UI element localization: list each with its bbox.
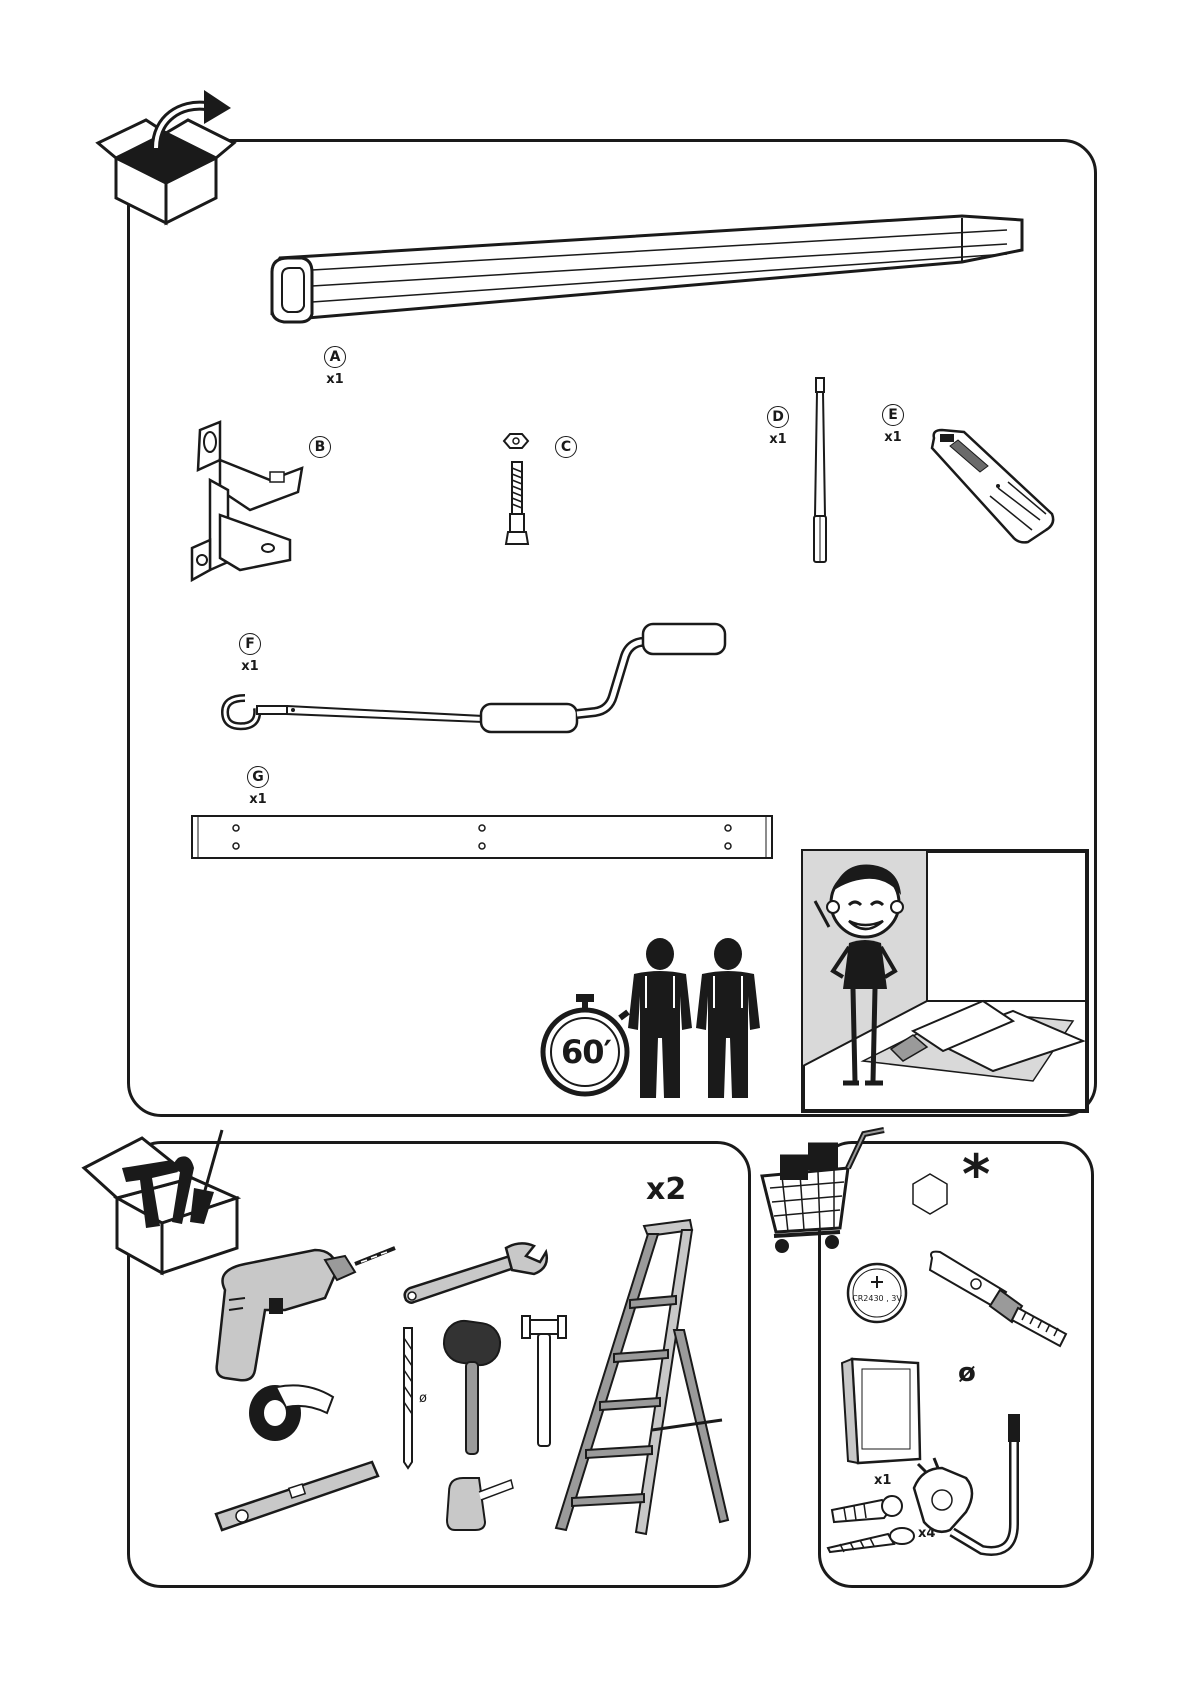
worker-icon	[692, 938, 764, 1098]
drill-icon	[205, 1240, 405, 1400]
part-label-g: G x1	[246, 766, 270, 806]
mallet-icon	[440, 1318, 502, 1458]
part-label-d: D x1	[763, 406, 793, 446]
hexagon-icon	[910, 1172, 950, 1216]
spirit-level-icon	[212, 1458, 382, 1538]
part-label-b: B	[308, 436, 332, 463]
battery-label: CR2430 , 3V	[844, 1294, 910, 1303]
adjustable-wrench-icon	[400, 1240, 550, 1310]
anchor-bolt-icon	[926, 1250, 1071, 1350]
box-quantity: x1	[874, 1473, 891, 1488]
ladder-quantity: x2	[646, 1172, 686, 1207]
install-time: 60′	[558, 1033, 614, 1071]
step-ladder-icon	[552, 1220, 732, 1540]
coin-battery-icon	[846, 1262, 908, 1324]
tape-roll-icon	[247, 1381, 337, 1443]
remote-control-part-e	[928, 426, 1058, 546]
worker-icon	[624, 938, 696, 1098]
cassette-part-a	[262, 210, 1032, 330]
mascot-illustration	[803, 851, 1087, 1111]
tape-measure-icon	[445, 1472, 515, 1532]
drill-bit-diameter: ø	[419, 1391, 427, 1406]
shopping-cart-icon	[760, 1124, 890, 1256]
open-box-icon	[96, 88, 236, 228]
drill-bit-icon	[398, 1328, 418, 1468]
part-label-c: C	[554, 436, 578, 463]
bolt-nut-part-c	[500, 432, 540, 552]
antenna-part-d	[808, 376, 832, 566]
part-label-f: F x1	[238, 633, 262, 673]
mounting-rail-part-g	[190, 812, 776, 862]
diameter-symbol: ø	[958, 1358, 976, 1388]
part-label-e: E x1	[878, 404, 908, 444]
part-label-a: A x1	[318, 346, 352, 386]
asterisk-mark: *	[962, 1143, 990, 1206]
bracket-part-b	[180, 420, 320, 580]
crank-handle-part-f	[215, 616, 735, 736]
power-plug-icon	[912, 1412, 1052, 1562]
wall-plug-screw-icon	[826, 1488, 922, 1564]
